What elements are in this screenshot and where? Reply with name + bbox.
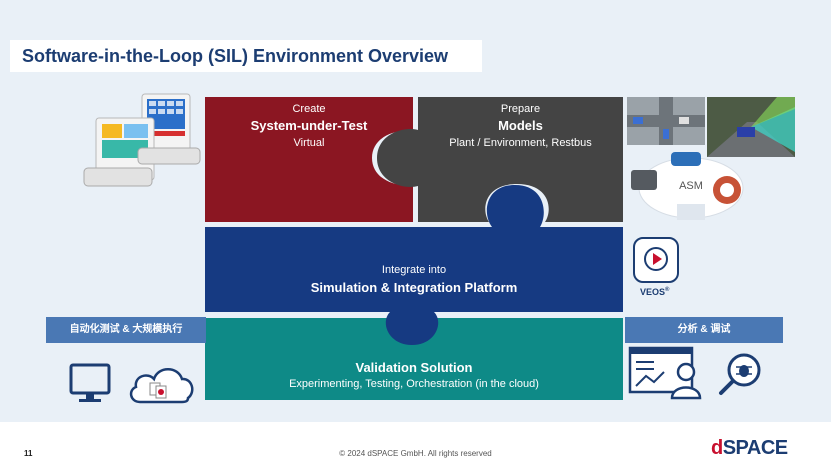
prepare-line2: Models: [498, 118, 543, 133]
slide-title: Software-in-the-Loop (SIL) Environment O…: [22, 46, 449, 66]
left-label-box: 自动化测试 & 大规模执行: [46, 317, 206, 343]
dspace-logo: dSPACE: [711, 437, 788, 460]
copyright-text: © 2024 dSPACE GmbH. All rights reserved: [339, 449, 492, 458]
prepare-line3: Plant / Environment, Restbus: [449, 137, 592, 149]
create-text: Create System-under-Test Virtual: [205, 103, 413, 149]
veos-icon: [633, 237, 679, 283]
piece-prepare: [377, 97, 623, 222]
integrate-line1: Integrate into: [381, 264, 447, 276]
dashboard-icon: [628, 346, 702, 400]
create-line3: Virtual: [293, 137, 325, 149]
prepare-text: Prepare Models Plant / Environment, Rest…: [418, 103, 623, 149]
bug-search-icon: [719, 353, 761, 395]
cloud-icon: [129, 368, 194, 404]
logo-d: d: [711, 437, 723, 459]
validate-line2: Experimenting, Testing, Orchestration (i…: [289, 378, 539, 390]
create-line1: Create: [292, 103, 326, 115]
create-line2: System-under-Test: [250, 118, 368, 133]
veos-reg-mark: ®: [665, 287, 670, 293]
validate-line1: Validation Solution: [355, 360, 473, 375]
traffic-intersection-image: [627, 97, 705, 145]
page-number: 11: [24, 449, 33, 458]
asm-models-image: [627, 148, 755, 228]
logo-rest: SPACE: [722, 437, 788, 459]
prepare-line1: Prepare: [500, 103, 541, 115]
asm-label: ASM: [679, 180, 703, 192]
piece-create: [205, 97, 413, 222]
integrate-text: Integrate into Simulation & Integration …: [205, 264, 623, 295]
veos-label-text: VEOS: [640, 287, 666, 297]
right-label-box: 分析 & 调试: [625, 317, 783, 343]
ecu-hardware-icon: [83, 93, 201, 187]
veos-label: VEOS®: [640, 287, 669, 297]
integrate-line2: Simulation & Integration Platform: [310, 280, 518, 295]
monitor-icon: [69, 363, 111, 402]
title-box: [10, 40, 482, 72]
piece-integrate: [205, 185, 623, 345]
validate-text: Validation Solution Experimenting, Testi…: [205, 360, 623, 390]
driving-scene-image: [707, 97, 795, 157]
